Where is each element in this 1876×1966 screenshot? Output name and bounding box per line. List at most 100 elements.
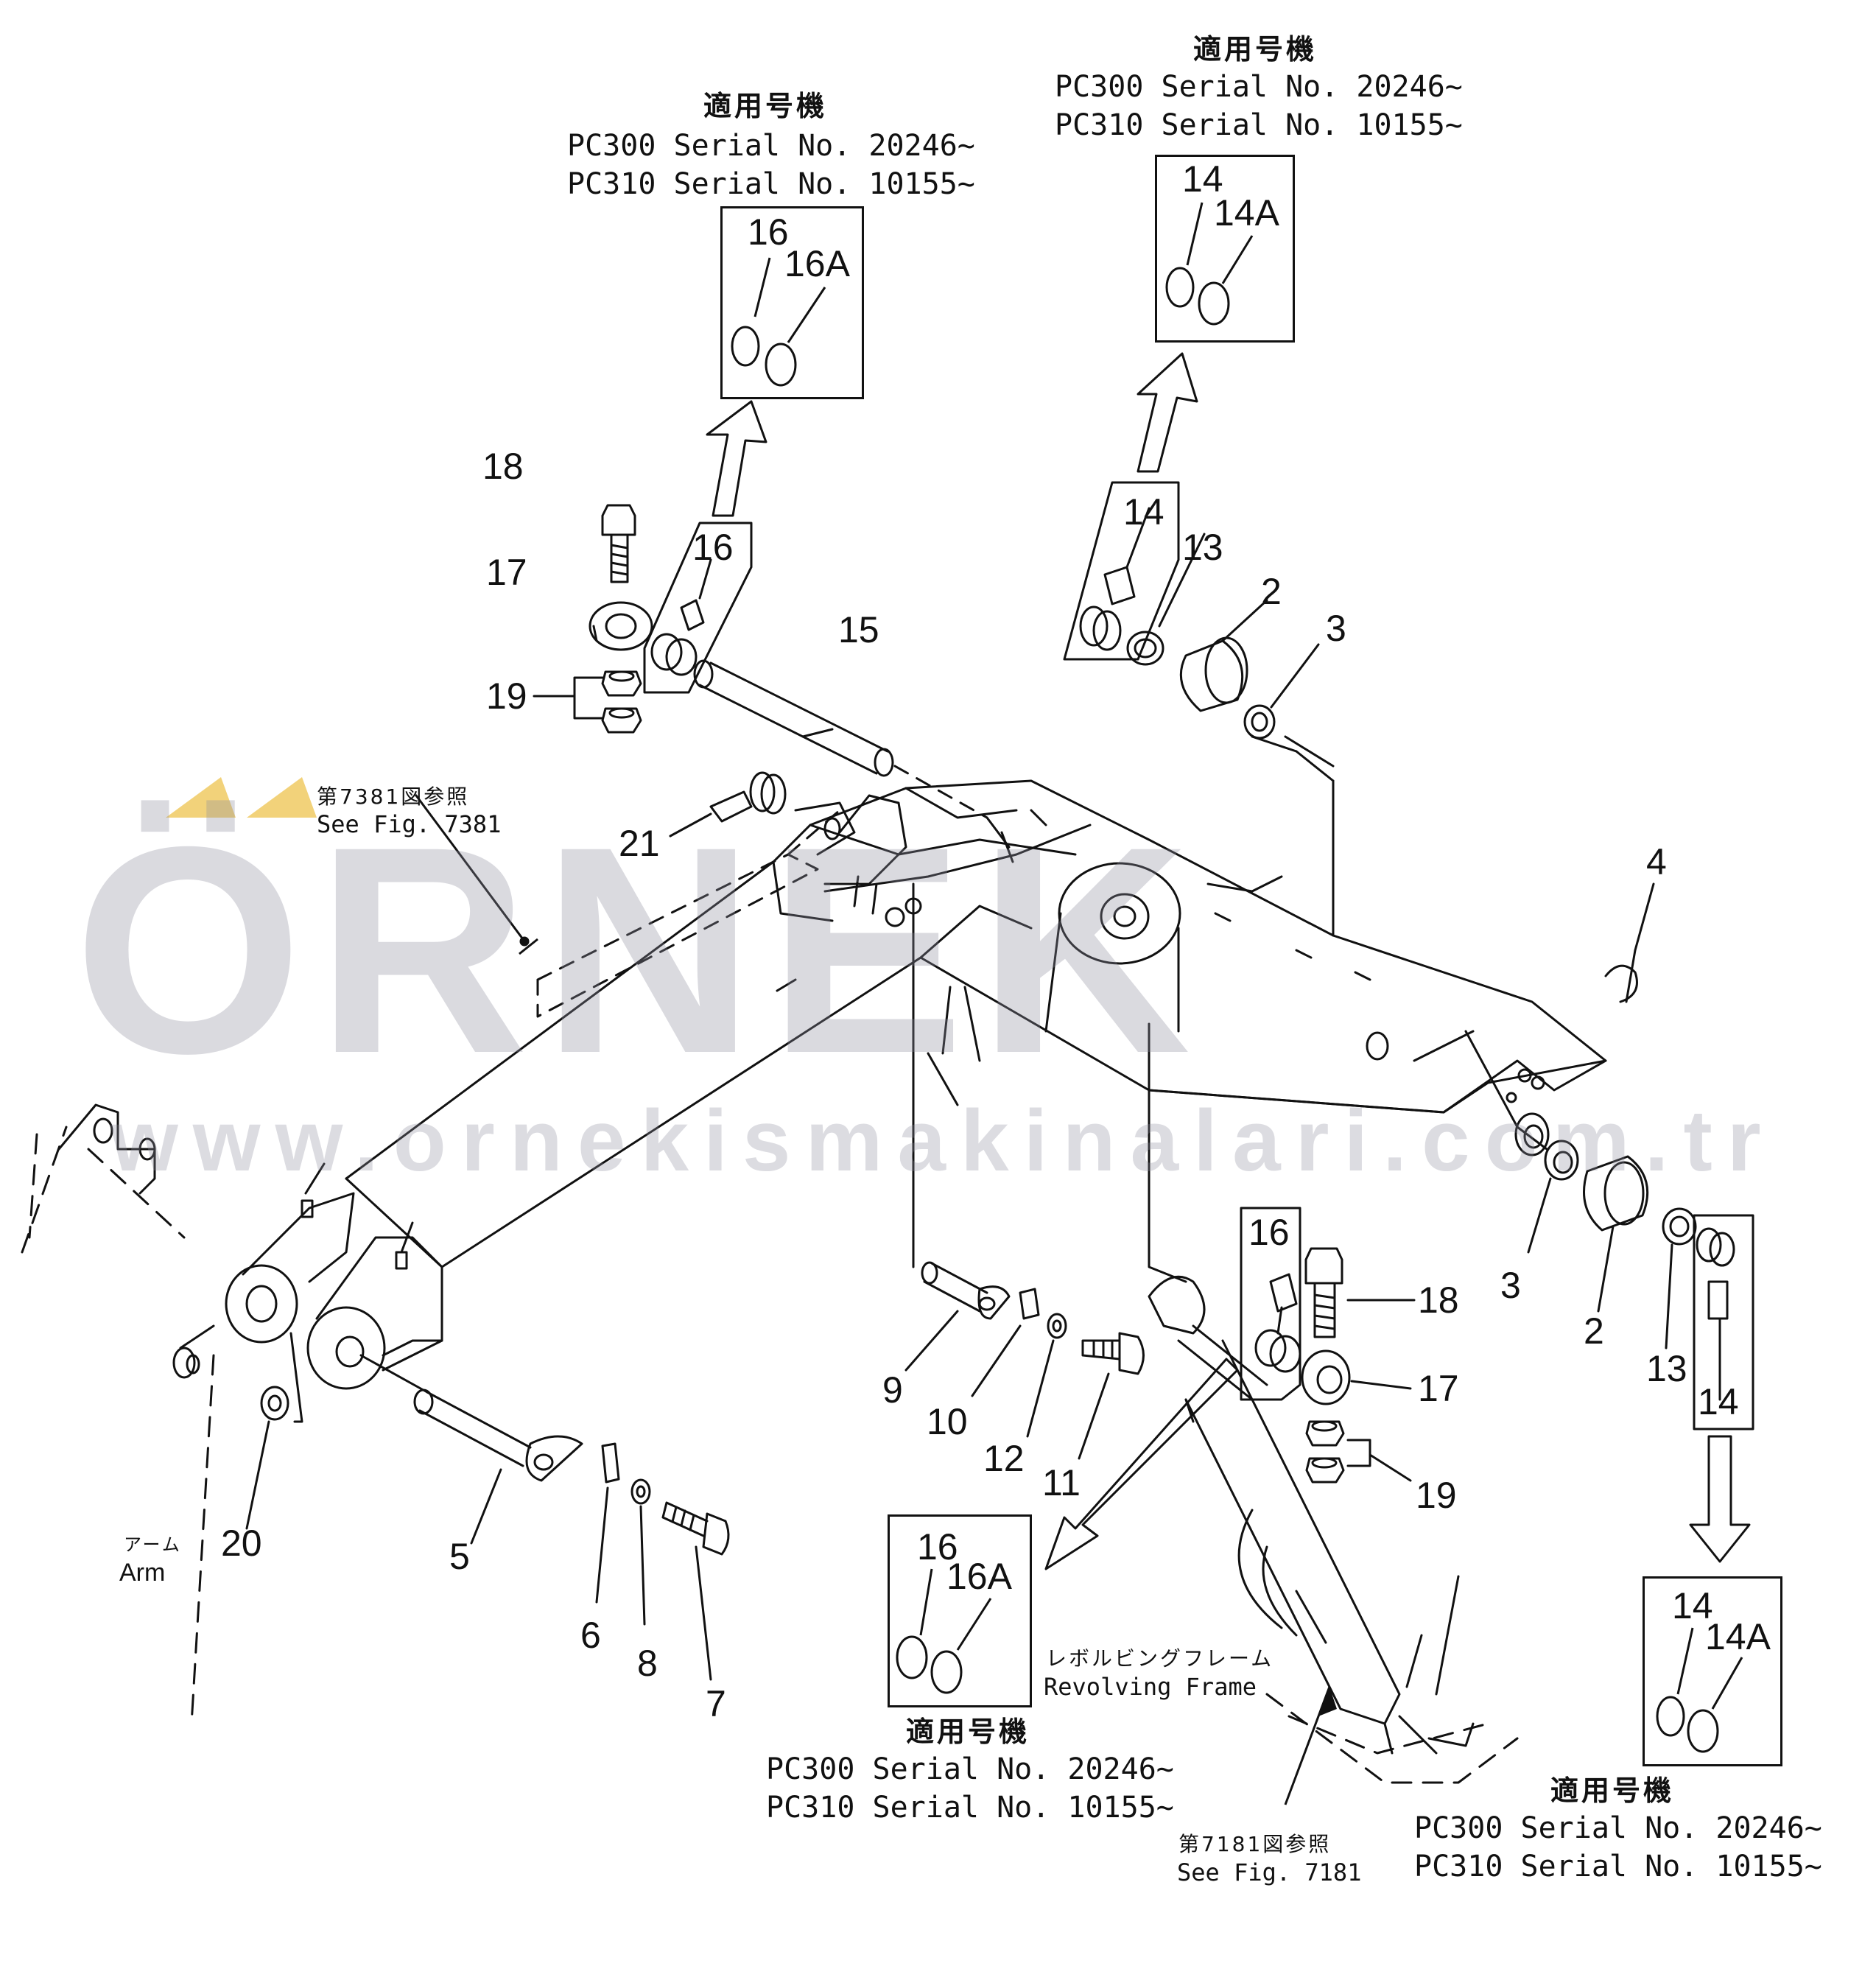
part-number-15: 15 — [838, 609, 879, 650]
part-number-11: 11 — [1042, 1462, 1081, 1503]
part-number-2-lower: 2 — [1584, 1310, 1604, 1352]
inset-box-1 — [720, 206, 864, 399]
shim-plate-16-lower — [1240, 1207, 1301, 1401]
boom-center-boss — [1058, 862, 1181, 965]
serial-line-1b: PC310 Serial No. 10155~ — [567, 167, 975, 201]
part-number-21: 21 — [619, 823, 660, 864]
ref-fig7181-jp: 第7181図参照 — [1178, 1832, 1332, 1856]
nut-19-lower-a — [1305, 1420, 1345, 1447]
shim-plate-16-top — [643, 522, 753, 694]
pin-5 — [418, 1391, 532, 1467]
serial-line-1a: PC300 Serial No. 20246~ — [567, 129, 975, 163]
pin-9 — [923, 1262, 988, 1313]
serial-line-2b: PC310 Serial No. 10155~ — [1055, 108, 1463, 142]
boom-foot-lug — [242, 1192, 355, 1283]
part-number-17-lower: 17 — [1418, 1368, 1459, 1409]
seal-3-top — [1243, 704, 1276, 740]
serial-title-1: 適用号機 — [703, 90, 828, 122]
part-number-16-lower: 16 — [1248, 1212, 1290, 1253]
washer-17-lower — [1301, 1349, 1351, 1405]
part-number-7: 7 — [706, 1683, 726, 1724]
boom-cylinder-dashed — [536, 853, 819, 1018]
bushing-2-top — [1179, 639, 1244, 712]
pin-15 — [698, 661, 889, 775]
part-number-3: 3 — [1326, 608, 1346, 649]
part-number-13: 13 — [1182, 527, 1223, 568]
inset-1-label-16: 16 — [748, 211, 789, 253]
washer-12 — [1047, 1313, 1067, 1339]
nut-19-top-a — [601, 670, 642, 697]
shim-plate-14-top — [1063, 481, 1180, 661]
part-number-10: 10 — [927, 1401, 968, 1442]
serial-line-4b: PC310 Serial No. 10155~ — [1414, 1850, 1822, 1884]
washer-8 — [630, 1478, 651, 1505]
seal-3-lower — [1544, 1140, 1579, 1181]
inset-box-2 — [1155, 155, 1295, 343]
part-number-18-lower: 18 — [1418, 1279, 1459, 1321]
part-number-17: 17 — [486, 552, 527, 593]
part-number-20: 20 — [221, 1523, 262, 1564]
seal-13-top — [1126, 631, 1164, 666]
part-number-13-lower: 13 — [1646, 1348, 1687, 1389]
shim-plate-14-lower — [1693, 1214, 1754, 1430]
part-number-6: 6 — [580, 1615, 601, 1656]
ref-fig7381-jp: 第7381図参照 — [317, 784, 470, 809]
plate-6 — [601, 1442, 620, 1484]
inset-2-label-14a: 14A — [1214, 192, 1279, 234]
part-number-19: 19 — [486, 675, 527, 717]
connector-16-lower — [1148, 1275, 1206, 1335]
serial-title-3: 適用号機 — [906, 1716, 1030, 1748]
nut-19-top-b — [601, 707, 642, 734]
part-number-14: 14 — [1123, 491, 1164, 533]
nut-19-lower-b — [1305, 1457, 1345, 1484]
watermark-website: www.ornekismakinalari.com.tr — [110, 1092, 1776, 1190]
part-number-14-lower: 14 — [1698, 1381, 1739, 1422]
part-number-9: 9 — [882, 1369, 903, 1411]
plate-10 — [1019, 1288, 1040, 1320]
part-number-2: 2 — [1261, 571, 1282, 612]
bushing-2-lower — [1583, 1155, 1649, 1232]
arrow-down-3 — [1044, 1358, 1239, 1570]
serial-line-3b: PC310 Serial No. 10155~ — [766, 1791, 1174, 1825]
ref-frame-jp: レボルビングフレーム — [1046, 1646, 1274, 1671]
inset-3-label-16a: 16A — [946, 1556, 1012, 1597]
inset-2-label-14: 14 — [1182, 158, 1223, 200]
ref-arm-en: Arm — [119, 1559, 166, 1587]
serial-title-4: 適用号機 — [1550, 1774, 1675, 1807]
part-number-3-lower: 3 — [1500, 1265, 1521, 1306]
serial-line-2a: PC300 Serial No. 20246~ — [1055, 70, 1463, 104]
arrow-down-4 — [1689, 1435, 1751, 1563]
bolt-11 — [1081, 1339, 1121, 1361]
part-number-12: 12 — [983, 1438, 1025, 1479]
ref-fig7181-en: See Fig. 7181 — [1177, 1858, 1362, 1886]
ref-frame-en: Revolving Frame — [1044, 1673, 1257, 1701]
inset-4-label-14a: 14A — [1705, 1616, 1771, 1657]
inset-3-label-16: 16 — [917, 1526, 958, 1567]
part-number-5: 5 — [449, 1536, 470, 1577]
seal-13-lower — [1662, 1207, 1697, 1246]
inset-1-label-16a: 16A — [784, 243, 850, 284]
part-number-8: 8 — [637, 1643, 658, 1684]
inset-box-3 — [888, 1514, 1032, 1707]
arrow-up-1 — [706, 400, 767, 517]
washer-20 — [260, 1386, 289, 1421]
serial-line-4a: PC300 Serial No. 20246~ — [1414, 1811, 1822, 1845]
bolt-7 — [661, 1501, 709, 1537]
part-number-4: 4 — [1646, 841, 1667, 882]
serial-title-2: 適用号機 — [1193, 33, 1318, 66]
ref-arm-jp: アーム — [124, 1534, 182, 1555]
inset-4-label-14: 14 — [1672, 1585, 1713, 1626]
bolt-18-lower — [1304, 1247, 1343, 1285]
part-number-16: 16 — [692, 527, 734, 568]
inset-box-4 — [1643, 1576, 1782, 1766]
serial-line-3a: PC300 Serial No. 20246~ — [766, 1752, 1174, 1786]
part-number-19-lower: 19 — [1416, 1475, 1457, 1516]
watermark-brand: ÖRNEK — [74, 785, 1204, 1114]
arrow-up-2 — [1137, 352, 1198, 473]
washer-17-top — [589, 601, 653, 651]
ref-fig7381-en: See Fig. 7381 — [317, 810, 502, 838]
bolt-18-top — [601, 504, 636, 536]
